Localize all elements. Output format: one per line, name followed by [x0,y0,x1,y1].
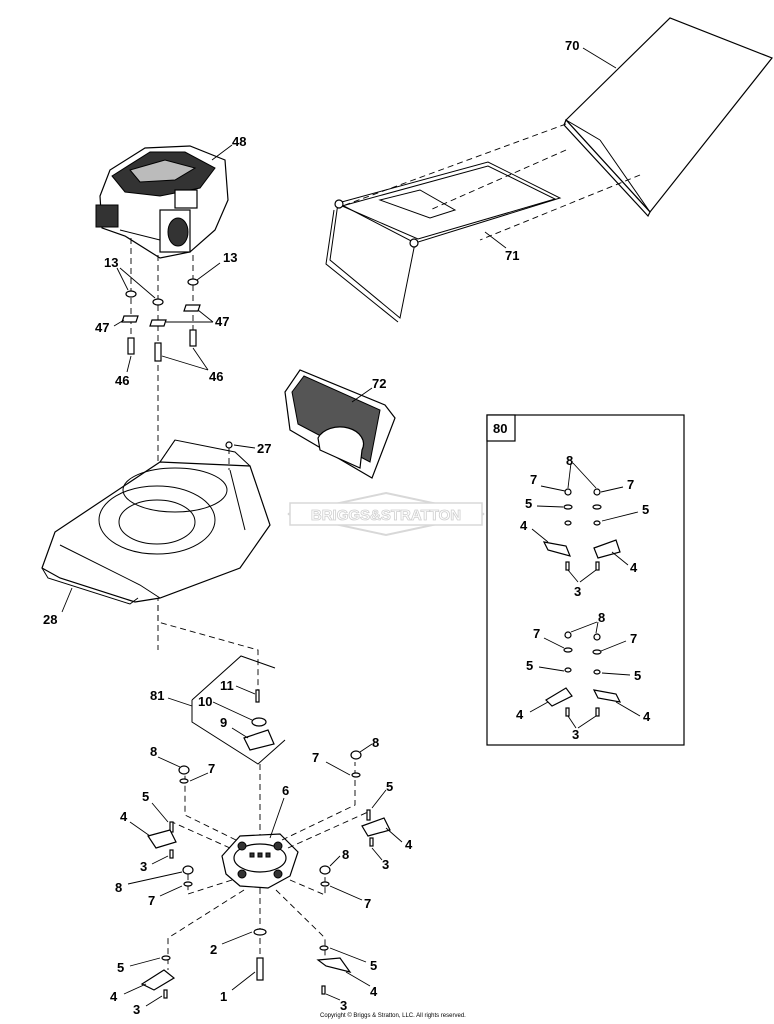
label-13-left: 13 [104,255,118,270]
label-10: 10 [198,694,212,709]
label-3-ur: 3 [382,857,389,872]
inset-bottom-label-7-left: 7 [533,626,540,641]
blade-hardware-lower-right [316,945,352,995]
label-4-ul: 4 [120,809,128,824]
inset-bottom-blades [545,631,622,717]
engine-hardware [121,278,201,362]
inset-bottom-label-4-right: 4 [643,709,651,724]
label-71: 71 [505,248,519,263]
label-5-ll: 5 [117,960,124,975]
label-1: 1 [220,989,227,1004]
inset-bottom-label-3: 3 [572,727,579,742]
inset-top-label-4-right: 4 [630,560,638,575]
blade-hardware-upper-right [350,750,391,847]
label-3-lr: 3 [340,998,347,1013]
blade-hardware-lower-left [140,955,176,999]
label-8-ml: 8 [115,880,122,895]
label-8-mr: 8 [342,847,349,862]
label-7-ur: 7 [312,750,319,765]
label-7-ul: 7 [208,761,215,776]
inset-top-label-4-left: 4 [520,518,528,533]
adapter-kit-box [191,655,286,765]
label-4-ll: 4 [110,989,118,1004]
inset-bottom-label-7-right: 7 [630,631,637,646]
mower-deck [41,439,271,605]
label-5-ul: 5 [142,789,149,804]
label-72: 72 [372,376,386,391]
inset-label-80: 80 [493,421,507,436]
inset-top-label-8: 8 [566,453,573,468]
label-5-lr: 5 [370,958,377,973]
label-2: 2 [210,942,217,957]
inset-top-label-5-left: 5 [525,496,532,511]
inset-box-80 [486,414,685,746]
label-13-right: 13 [223,250,237,265]
inset-top-label-5-right: 5 [642,502,649,517]
inset-bottom-label-8: 8 [598,610,605,625]
inset-bottom-label-5-right: 5 [634,668,641,683]
label-4-ur: 4 [405,837,413,852]
label-47-left: 47 [95,320,109,335]
label-81: 81 [150,688,164,703]
label-7-ml: 7 [148,893,155,908]
label-4-lr: 4 [370,984,378,999]
label-9: 9 [220,715,227,730]
copyright-notice: Copyright © Briggs & Stratton, LLC. All … [320,1013,466,1019]
label-48: 48 [232,134,246,149]
inset-top-label-3: 3 [574,584,581,599]
grass-bag [563,17,773,218]
inset-top-label-7-left: 7 [530,472,537,487]
label-3-ul: 3 [140,859,147,874]
label-47-right: 47 [215,314,229,329]
label-27: 27 [257,441,271,456]
label-46-left: 46 [115,373,129,388]
inset-bottom-label-4-left: 4 [516,707,524,722]
blade-carrier [221,833,299,889]
inset-bottom-label-5-left: 5 [526,658,533,673]
label-70: 70 [565,38,579,53]
bag-frame [325,161,562,323]
label-8-ur: 8 [372,735,379,750]
label-28: 28 [43,612,57,627]
label-6: 6 [282,783,289,798]
label-5-ur: 5 [386,779,393,794]
rear-guard [284,369,396,479]
blade-hardware-middle [182,865,331,887]
label-8-ul: 8 [150,744,157,759]
label-7-mr: 7 [364,896,371,911]
engine [95,145,229,259]
label-11: 11 [220,678,234,693]
center-bolt [253,928,267,981]
label-3-ll: 3 [133,1002,140,1017]
inset-top-label-7-right: 7 [627,477,634,492]
blade-hardware-upper-left [147,765,190,859]
label-46-right: 46 [209,369,223,384]
